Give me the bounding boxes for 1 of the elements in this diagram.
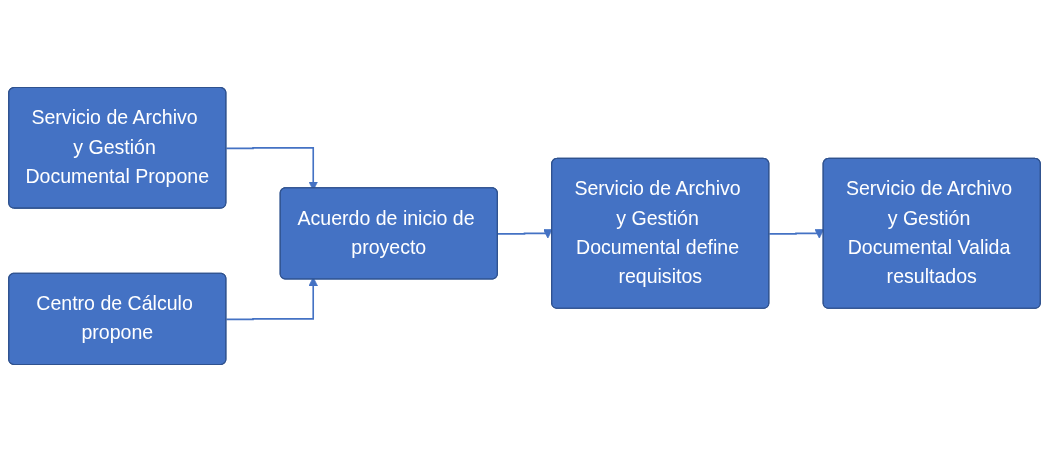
arrow (225, 277, 318, 321)
